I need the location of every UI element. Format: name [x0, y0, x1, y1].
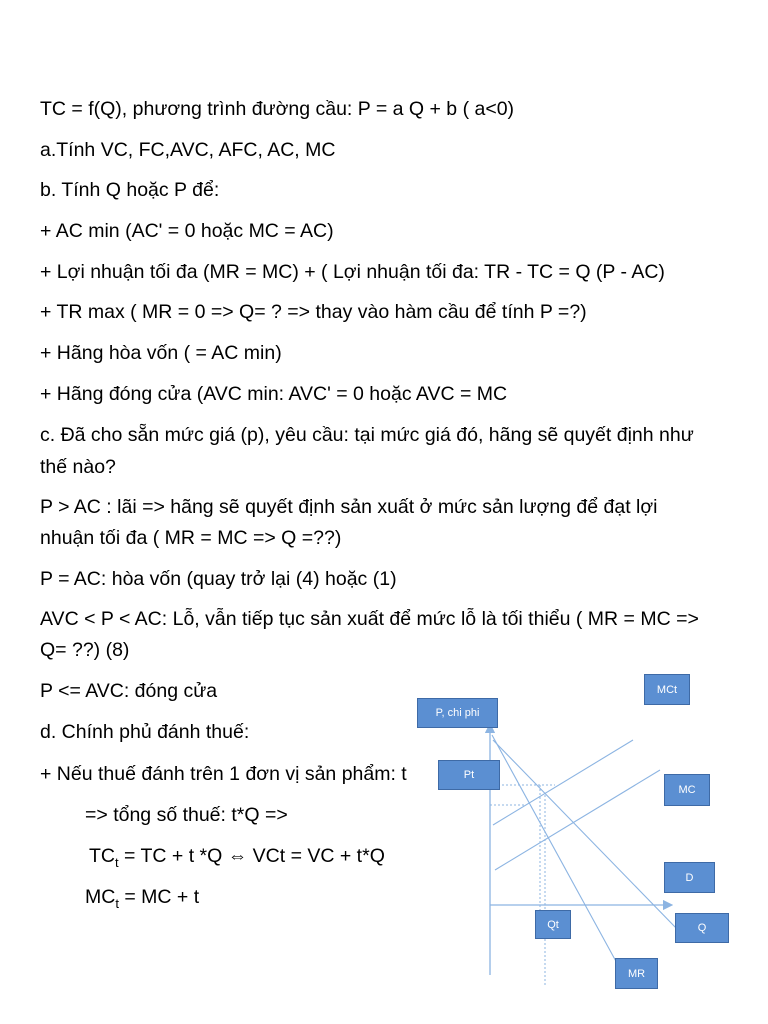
formula-tc-sub: t [115, 854, 119, 870]
text-line-8: + Hãng đóng cửa (AVC min: AVC' = 0 hoặc … [40, 383, 508, 405]
formula-mc-lhs: MC [85, 886, 116, 908]
d-label-box: D [664, 862, 715, 893]
formula-tc: TCt = TC + t *Q ⇔ VCt = VC + t*Q [89, 841, 385, 878]
text-line-10: thế nào? [40, 456, 116, 478]
q-label-box: Q [675, 913, 729, 943]
formula-mc-rest: = MC + t [118, 886, 200, 908]
text-line-6: + TR max ( MR = 0 => Q= ? => thay vào hà… [40, 301, 587, 323]
pt-label-box: Pt [438, 760, 500, 790]
mr-label-box: MR [615, 958, 658, 989]
text-line-14: AVC < P < AC: Lỗ, vẫn tiếp tục sản xuất … [40, 608, 699, 630]
mct-curve [492, 739, 634, 826]
text-line-4: + AC min (AC' = 0 hoặc MC = AC) [40, 220, 334, 242]
mc-label-box: MC [664, 774, 710, 806]
text-line-18: + Nếu thuế đánh trên 1 đơn vị sản phẩm: … [40, 763, 407, 785]
text-line-15: Q= ??) (8) [40, 639, 130, 661]
text-line-7: + Hãng hòa vốn ( = AC min) [40, 342, 282, 364]
text-line-13: P = AC: hòa vốn (quay trở lại (4) hoặc (… [40, 568, 397, 590]
text-line-17: d. Chính phủ đánh thuế: [40, 721, 250, 743]
text-line-5: + Lợi nhuận tối đa (MR = MC) + ( Lợi nhu… [40, 261, 665, 283]
demand-curve [492, 739, 679, 931]
mct-label-box: MCt [644, 674, 690, 705]
mc-curve [494, 769, 661, 871]
text-line-19: => tổng số thuế: t*Q => [85, 804, 288, 826]
mr-curve [491, 734, 619, 966]
text-line-9: c. Đã cho sẵn mức giá (p), yêu cầu: tại … [40, 424, 694, 446]
text-line-12: nhuận tối đa ( MR = MC => Q =??) [40, 527, 342, 549]
text-line-11: P > AC : lãi => hãng sẽ quyết định sản x… [40, 496, 658, 518]
formula-mc-sub: t [115, 895, 119, 911]
text-line-2: a.Tính VC, FC,AVC, AFC, AC, MC [40, 139, 336, 161]
formula-mc: MCt = MC + t [85, 882, 199, 919]
text-line-1: TC = f(Q), phương trình đường cầu: P = a… [40, 98, 515, 120]
formula-tc-rest: = TC + t *Q ⇔ VCt = VC + t*Q [118, 845, 385, 867]
axis-y-label-box: P, chi phi [417, 698, 498, 728]
text-line-3: b. Tính Q hoặc P để: [40, 179, 220, 201]
text-line-16: P <= AVC: đóng cửa [40, 680, 218, 702]
formula-tc-lhs: TC [89, 845, 115, 867]
qt-label-box: Qt [535, 910, 571, 939]
